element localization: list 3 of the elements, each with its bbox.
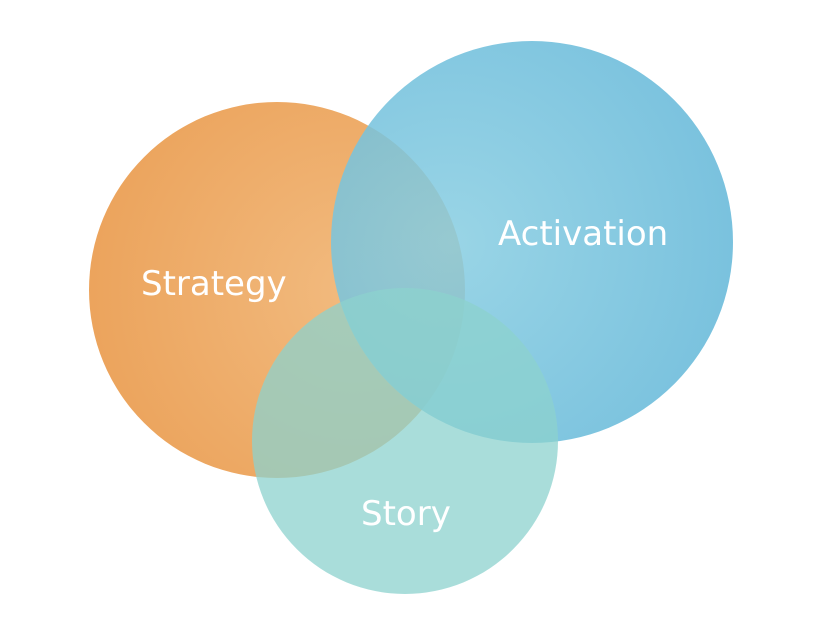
circle-label: Strategy (141, 264, 287, 304)
circle-label: Story (361, 494, 451, 534)
circle-label: Activation (498, 214, 668, 254)
